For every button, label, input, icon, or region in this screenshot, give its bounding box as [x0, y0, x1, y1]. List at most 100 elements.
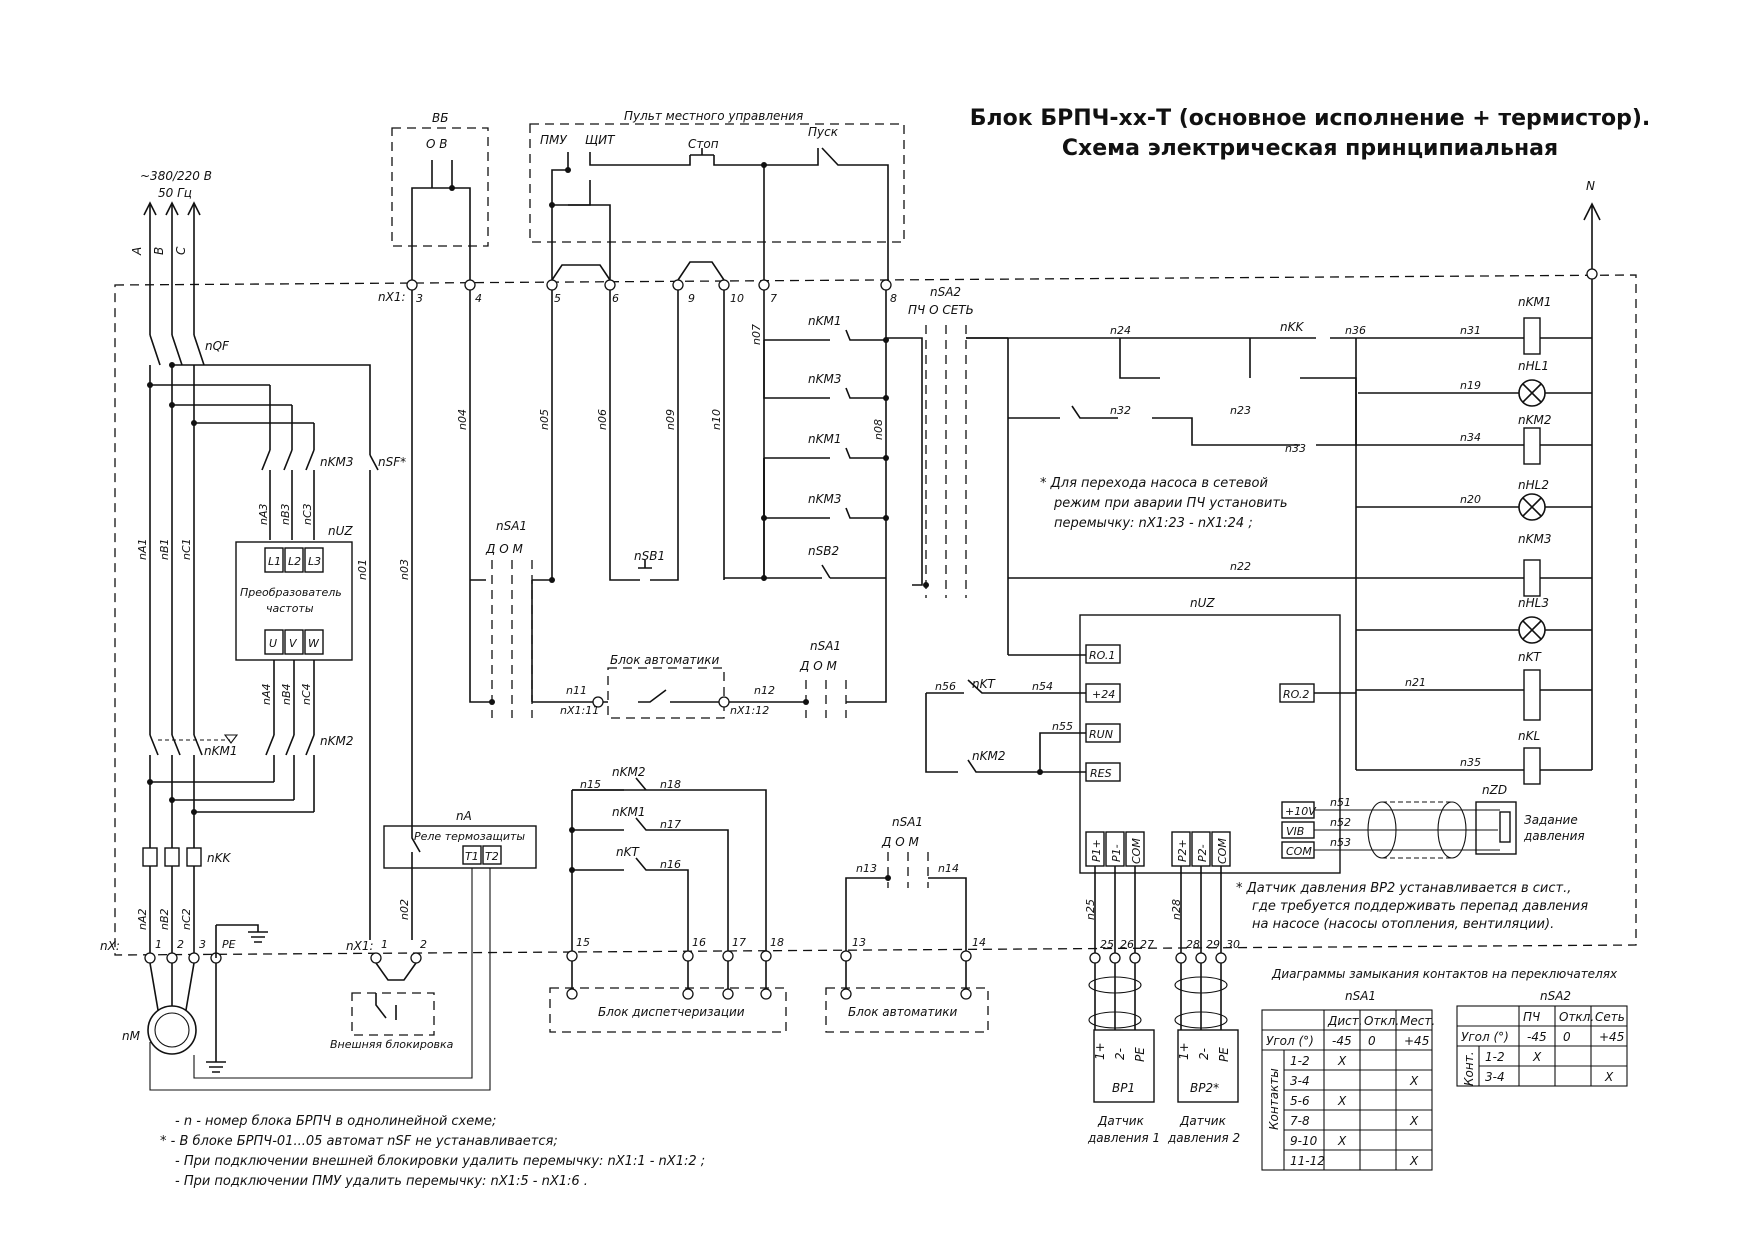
wire-n18: n18 — [660, 778, 681, 791]
wire-n02: n02 — [398, 899, 411, 920]
term-nx1-12: nX1:12 — [730, 704, 769, 717]
ladder-km3-b: nKM3 — [808, 492, 841, 506]
qf-breaker — [149, 334, 205, 735]
sa1-row-4-mark-0: X — [1337, 1134, 1347, 1148]
phase-lines — [143, 201, 201, 335]
automation-label: Блок автоматики — [610, 653, 720, 667]
bp2-t2: 2- — [1197, 1048, 1211, 1060]
neutral-label: N — [1586, 179, 1595, 193]
coil-lamp-column — [1356, 317, 1592, 785]
uz-port-24: +24 — [1092, 688, 1115, 701]
automation2-block — [825, 987, 989, 1033]
wire-n16: n16 — [660, 858, 681, 871]
ladder-km1-a: nKM1 — [808, 314, 841, 328]
pmu-label: ПМУ — [540, 133, 567, 147]
terminals-lower-right — [1089, 952, 1227, 964]
sensor1-label-2: давления 1 — [1087, 1131, 1160, 1145]
term-28: 28 — [1186, 938, 1200, 951]
wire-n23: n23 — [1230, 404, 1251, 417]
thermal-relay-t1: T1 — [465, 850, 479, 863]
term-15: 15 — [576, 936, 590, 949]
p2-com: COM — [1216, 838, 1229, 864]
sa2-row-1-mark-2: X — [1604, 1070, 1614, 1084]
title-line-1: Блок БРПЧ-хх-Т (основное исполнение + те… — [969, 106, 1651, 131]
sa2-header-2: Сеть — [1595, 1010, 1625, 1024]
local-panel — [529, 123, 905, 243]
wire-na4: nA4 — [260, 684, 273, 706]
sa1-angle-0: -45 — [1332, 1034, 1352, 1048]
sa1-row-2-mark-0: X — [1337, 1094, 1347, 1108]
sb2-label: nSB2 — [808, 544, 839, 558]
wire-n20: n20 — [1460, 493, 1481, 506]
legend-2: * - В блоке БРПЧ-01...05 автомат nSF не … — [160, 1134, 558, 1149]
diagram-title: Блок БРПЧ-хх-Т (основное исполнение + те… — [960, 104, 1660, 164]
km1-label: nKM1 — [204, 744, 237, 758]
uz-port-com: COM — [1286, 845, 1312, 858]
sensor-note-2: где требуется поддерживать перепад давле… — [1252, 899, 1588, 914]
term-30: 30 — [1226, 938, 1240, 951]
ladder-km1-b: nKM1 — [808, 432, 841, 446]
sa2-angle-0: -45 — [1527, 1030, 1547, 1044]
wire-n04: n04 — [456, 409, 469, 430]
sa2-switch — [886, 325, 1008, 598]
vb-wires — [411, 160, 471, 280]
sa2-table-name: nSA2 — [1540, 989, 1571, 1003]
term-13: 13 — [852, 936, 866, 949]
sa1-row-5-mark-2: X — [1409, 1154, 1419, 1168]
start-label: Пуск — [808, 125, 839, 139]
wire-n14: n14 — [938, 862, 959, 875]
vb-label: ВБ — [432, 111, 448, 125]
sf-label: nSF* — [378, 455, 406, 469]
wire-nc1: nC1 — [180, 538, 193, 560]
nx1-t9: 9 — [688, 292, 695, 305]
wire-n12: n12 — [754, 684, 775, 697]
wire-n34: n34 — [1460, 431, 1481, 444]
conv-out-v: V — [289, 637, 298, 650]
thermal-relay — [383, 825, 537, 869]
legend-4: - При подключении ПМУ удалить перемычку:… — [175, 1174, 588, 1189]
sa1-table-name: nSA1 — [1345, 989, 1376, 1003]
wire-na2: nA2 — [136, 909, 149, 931]
dispatch-wiring — [569, 777, 767, 952]
sa1-row-0-contact: 1-2 — [1290, 1054, 1310, 1068]
sa1-lower-switch — [803, 680, 887, 718]
kk-thermal-overload — [142, 847, 202, 958]
term-27: 27 — [1140, 938, 1154, 951]
sa1-third-positions: Д О М — [881, 835, 919, 849]
conv-label-2: частоты — [266, 602, 314, 615]
sa1-angle-label: Угол (°) — [1266, 1034, 1314, 1048]
kk-contact-label: nKK — [1280, 320, 1304, 334]
conv-in-l2: L2 — [288, 555, 301, 568]
km2-contacts — [147, 734, 315, 815]
sa1-upper-switch — [469, 560, 555, 718]
km3-bypass-wires — [147, 382, 315, 540]
term-16: 16 — [692, 936, 706, 949]
term-17: 17 — [732, 936, 746, 949]
conv-out-u: U — [269, 637, 277, 650]
coil-km2-label: nKM2 — [1518, 413, 1551, 427]
sa1-third-switch — [845, 852, 967, 956]
nx1-t4: 4 — [475, 292, 482, 305]
wire-nc2: nC2 — [180, 908, 193, 930]
sensor2-label: Датчик — [1179, 1114, 1227, 1128]
stop-label: Стоп — [688, 137, 719, 151]
terminals-nx1-top — [406, 279, 892, 291]
wire-n15: n15 — [580, 778, 601, 791]
wire-n09: n09 — [664, 409, 677, 430]
p1-com: COM — [1130, 838, 1143, 864]
sa1-lower-positions: Д О М — [799, 659, 837, 673]
dispatch-block — [549, 987, 787, 1033]
local-panel-wiring — [549, 147, 889, 280]
sa1-upper-label: nSA1 — [496, 519, 527, 533]
sb1-label: nSB1 — [634, 549, 665, 563]
setpoint-ref: nZD — [1482, 783, 1507, 797]
sa2-row-1-contact: 3-4 — [1485, 1070, 1505, 1084]
wire-n10: n10 — [710, 409, 723, 430]
term-14: 14 — [972, 936, 986, 949]
wire-n54: n54 — [1032, 680, 1053, 693]
sa1-row-5-contact: 11-12 — [1290, 1154, 1325, 1168]
automation2-label: Блок автоматики — [848, 1005, 958, 1019]
bp1-t1: 1+ — [1093, 1042, 1107, 1060]
bp1-ref: ВР1 — [1112, 1081, 1135, 1095]
